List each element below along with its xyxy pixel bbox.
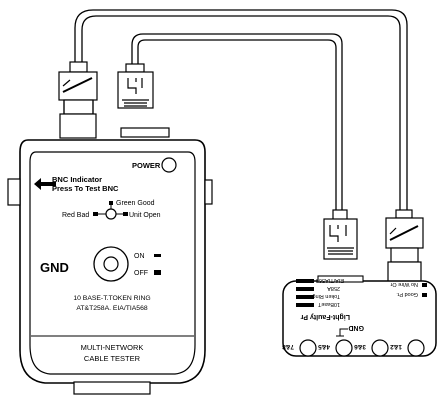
bnc-cable bbox=[74, 9, 408, 212]
remote-unit: 1&2 3&6 4&5 7&8 GND Light-Faulty Pr 10Ba… bbox=[282, 275, 437, 357]
bnc-connector-top bbox=[58, 61, 98, 139]
std-label-3: Token Ring bbox=[312, 293, 340, 299]
green-good-label: Green Good bbox=[116, 200, 155, 207]
rj45-connector-top bbox=[117, 63, 170, 138]
switch-on-label: ON bbox=[134, 253, 145, 260]
rj45-connector-remote bbox=[323, 209, 358, 260]
indicator-led bbox=[105, 208, 117, 220]
standards-line2: AT&T258A. EIA/TIA568 bbox=[76, 305, 147, 312]
unit-open-led-icon bbox=[123, 212, 128, 216]
gnd-label: GND bbox=[40, 260, 69, 275]
pin-label-3: 4&5 bbox=[318, 343, 330, 350]
pin-label-2: 3&6 bbox=[354, 343, 366, 350]
pin-label-4: 7&8 bbox=[282, 343, 294, 350]
std-label-1: EIA/TIA568 bbox=[316, 277, 344, 283]
main-unit-face bbox=[29, 151, 196, 375]
on-indicator-icon bbox=[154, 254, 161, 257]
power-button[interactable] bbox=[161, 157, 177, 173]
bnc-test-label: Press To Test BNC bbox=[52, 184, 119, 193]
red-led-icon bbox=[93, 212, 98, 216]
std-label-4: 10BaseT bbox=[317, 301, 340, 307]
switch-off-label: OFF bbox=[134, 270, 148, 277]
off-indicator-icon bbox=[154, 270, 161, 275]
rj45-cable-inner bbox=[137, 39, 337, 212]
rotary-switch-knob bbox=[103, 256, 119, 272]
no-wire-label: No Wire Or bbox=[390, 281, 418, 287]
pin-label-1: 1&2 bbox=[390, 343, 402, 350]
unit-open-label: Unit Open bbox=[129, 212, 161, 219]
bnc-cable-inner bbox=[81, 15, 401, 212]
rj45-cable bbox=[131, 33, 343, 212]
green-led-icon bbox=[109, 201, 113, 205]
good-pair-label: Good Pr. bbox=[396, 291, 418, 297]
red-bad-label: Red Bad bbox=[62, 212, 89, 219]
std-label-2: 258A bbox=[327, 285, 340, 291]
light-faulty-label: Light-Faulty Pr bbox=[300, 313, 350, 320]
power-label: POWER bbox=[132, 161, 161, 170]
good-pair-icon bbox=[422, 293, 427, 297]
standards-list: 10BaseT Token Ring 258A EIA/TIA568 bbox=[296, 277, 344, 307]
standards-line1: 10 BASE-T.TOKEN RING bbox=[73, 295, 150, 302]
no-wire-icon bbox=[422, 283, 427, 287]
device-name-line2: CABLE TESTER bbox=[84, 354, 141, 363]
main-unit: BNC Indicator Press To Test BNC POWER Gr… bbox=[7, 139, 213, 395]
device-name-line1: MULTI-NETWORK bbox=[81, 343, 144, 352]
bnc-connector-remote bbox=[385, 209, 424, 283]
arrow-left-icon bbox=[34, 178, 56, 190]
remote-gnd-label: GND bbox=[348, 324, 364, 331]
pin-leds: 1&2 3&6 4&5 7&8 bbox=[282, 339, 425, 357]
bnc-indicator-label: BNC Indicator bbox=[52, 175, 102, 184]
cables bbox=[74, 9, 408, 212]
